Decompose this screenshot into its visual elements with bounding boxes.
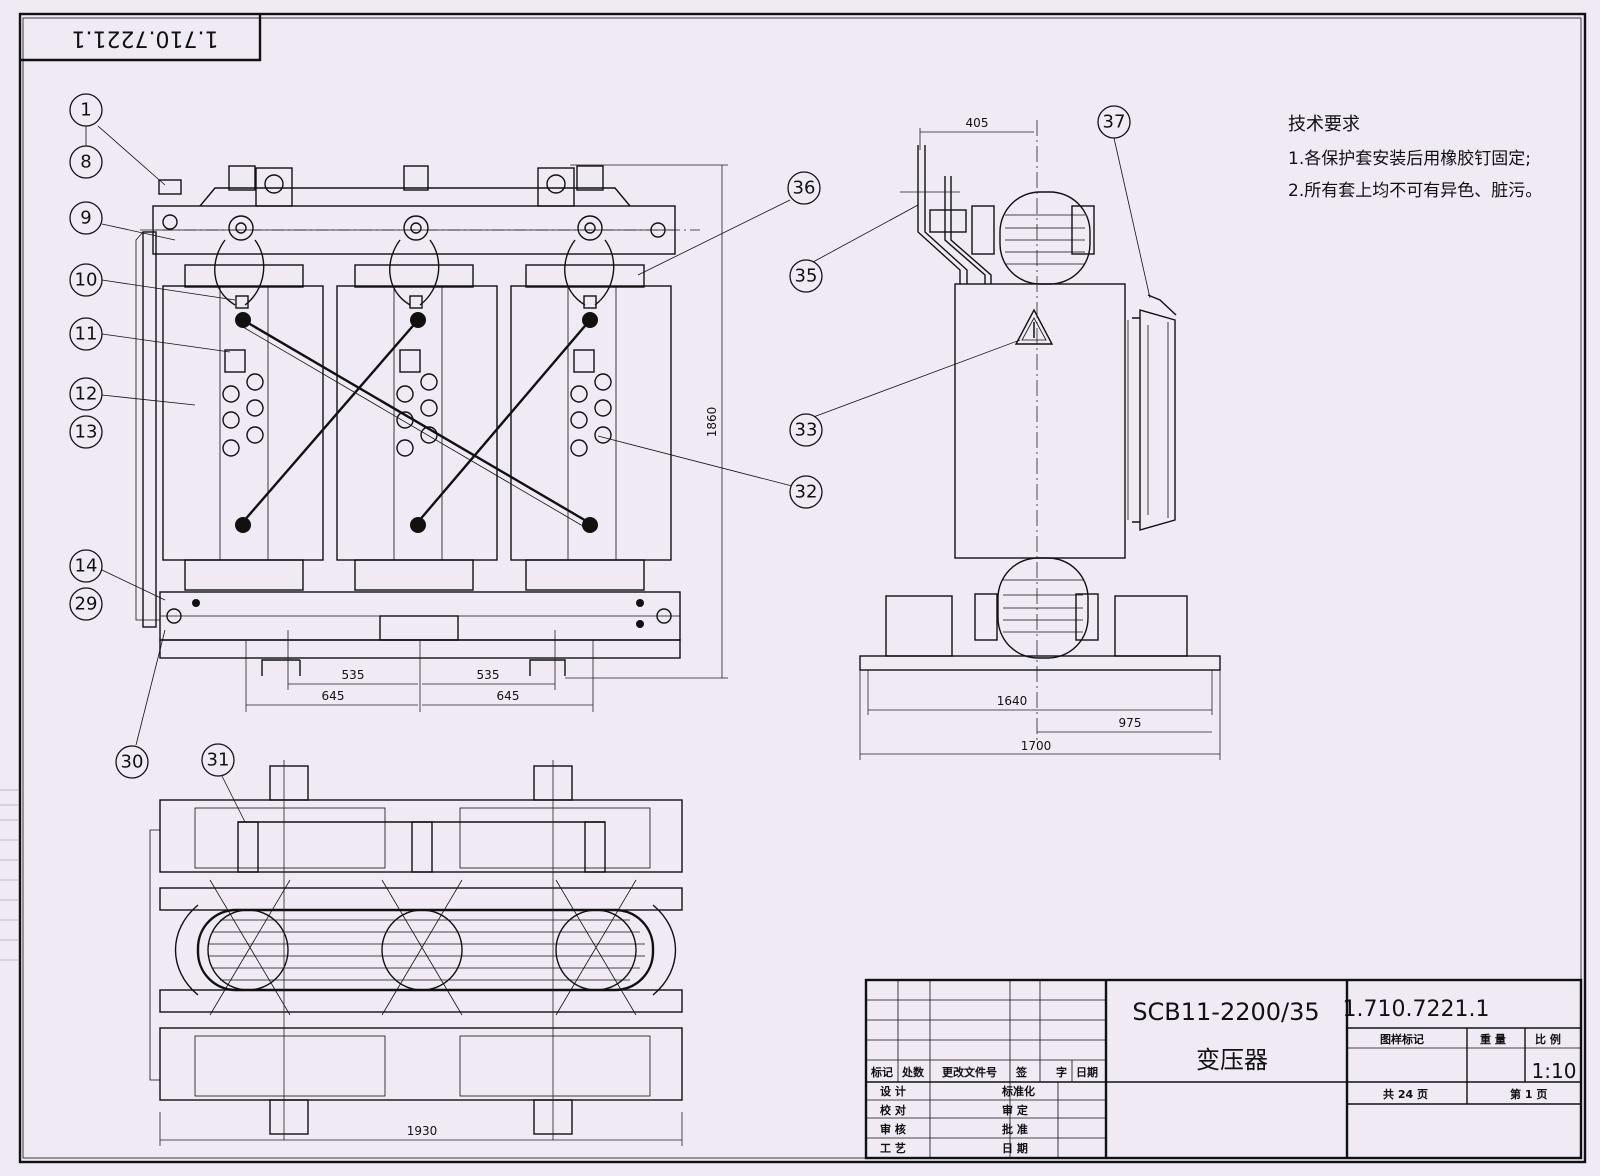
callout-37: 37 xyxy=(1097,105,1131,139)
dim-side-405: 405 xyxy=(966,116,989,130)
front-view xyxy=(135,164,728,712)
svg-text:35: 35 xyxy=(795,266,818,287)
rev-header-char: 字 xyxy=(1056,1065,1067,1079)
svg-text:14: 14 xyxy=(75,556,98,577)
outer-frame xyxy=(18,12,1587,1164)
callout-30: 30 xyxy=(115,745,149,779)
inner-frame xyxy=(22,17,1582,1159)
role-date: 日 期 xyxy=(1002,1141,1028,1155)
page-number: 第 1 页 xyxy=(1510,1087,1547,1101)
rotated-drawing-code: 1.710.7221.1 xyxy=(72,26,219,51)
tech-req-title: 技术要求 xyxy=(1288,114,1360,135)
svg-text:32: 32 xyxy=(795,482,818,503)
role-approve: 批 准 xyxy=(1002,1122,1028,1136)
dim-plan-1930: 1930 xyxy=(407,1124,438,1138)
margin-ticks xyxy=(0,789,18,961)
role-design: 设 计 xyxy=(880,1084,906,1098)
dim-side-1640: 1640 xyxy=(997,694,1028,708)
side-view xyxy=(859,120,1221,760)
role-approve-final: 审 定 xyxy=(1002,1103,1028,1117)
title-block xyxy=(864,978,1583,1160)
dim-front-535-left: 535 xyxy=(342,668,365,682)
callout-14: 14 xyxy=(69,549,103,583)
callout-29: 29 xyxy=(69,587,103,621)
product-name: 变压器 xyxy=(1196,1046,1268,1074)
scale-value: 1:10 xyxy=(1532,1059,1577,1083)
leader-lines xyxy=(97,125,1151,823)
callout-11: 11 xyxy=(69,317,103,351)
plan-view xyxy=(149,760,683,1146)
callout-33: 33 xyxy=(789,413,823,447)
callout-35: 35 xyxy=(789,259,823,293)
pattern-mark-label: 图样标记 xyxy=(1380,1032,1424,1046)
rev-header-doc: 更改文件号 xyxy=(942,1065,997,1079)
tech-req-item-1: 1.各保护套安装后用橡胶钉固定; xyxy=(1288,149,1531,169)
drawing-number: 1.710.7221.1 xyxy=(1343,997,1490,1022)
svg-text:12: 12 xyxy=(75,384,98,405)
scale-label: 比 例 xyxy=(1535,1032,1561,1046)
role-check: 校 对 xyxy=(880,1103,906,1117)
svg-text:33: 33 xyxy=(795,420,818,441)
rev-header-date: 日期 xyxy=(1076,1065,1098,1079)
svg-text:10: 10 xyxy=(75,270,98,291)
svg-text:11: 11 xyxy=(75,324,98,345)
dim-side-975: 975 xyxy=(1119,716,1142,730)
callout-13: 13 xyxy=(69,415,103,449)
dim-front-645-left: 645 xyxy=(322,689,345,703)
tech-req-item-2: 2.所有套上均不可有异色、脏污。 xyxy=(1288,181,1542,201)
svg-text:8: 8 xyxy=(80,152,91,173)
callout-1: 1 xyxy=(69,93,103,127)
svg-text:37: 37 xyxy=(1103,112,1126,133)
svg-text:13: 13 xyxy=(75,422,98,443)
callout-8: 8 xyxy=(69,145,103,179)
weight-label: 重 量 xyxy=(1480,1032,1506,1046)
dim-front-535-right: 535 xyxy=(477,668,500,682)
svg-text:30: 30 xyxy=(121,752,144,773)
callout-36: 36 xyxy=(787,171,821,205)
dim-side-1700: 1700 xyxy=(1021,739,1052,753)
role-standard: 标准化 xyxy=(1001,1084,1035,1098)
role-process: 工 艺 xyxy=(880,1141,906,1155)
svg-text:31: 31 xyxy=(207,750,230,771)
svg-text:9: 9 xyxy=(80,208,91,229)
total-pages: 共 24 页 xyxy=(1383,1087,1428,1101)
dim-front-height: 1860 xyxy=(705,407,719,438)
role-review: 审 核 xyxy=(880,1122,906,1136)
svg-text:1: 1 xyxy=(80,100,91,121)
rev-header-sign: 签 xyxy=(1015,1065,1028,1079)
callout-12: 12 xyxy=(69,377,103,411)
callout-10: 10 xyxy=(69,263,103,297)
callout-9: 9 xyxy=(69,201,103,235)
callout-32: 32 xyxy=(789,475,823,509)
dim-front-645-right: 645 xyxy=(497,689,520,703)
svg-text:36: 36 xyxy=(793,178,816,199)
svg-text:29: 29 xyxy=(75,594,98,615)
code-box xyxy=(20,14,262,62)
model-number: SCB11-2200/35 xyxy=(1132,998,1319,1026)
rev-header-mark: 标记 xyxy=(870,1065,893,1079)
rev-header-count: 处数 xyxy=(901,1065,925,1079)
callout-31: 31 xyxy=(201,743,235,777)
